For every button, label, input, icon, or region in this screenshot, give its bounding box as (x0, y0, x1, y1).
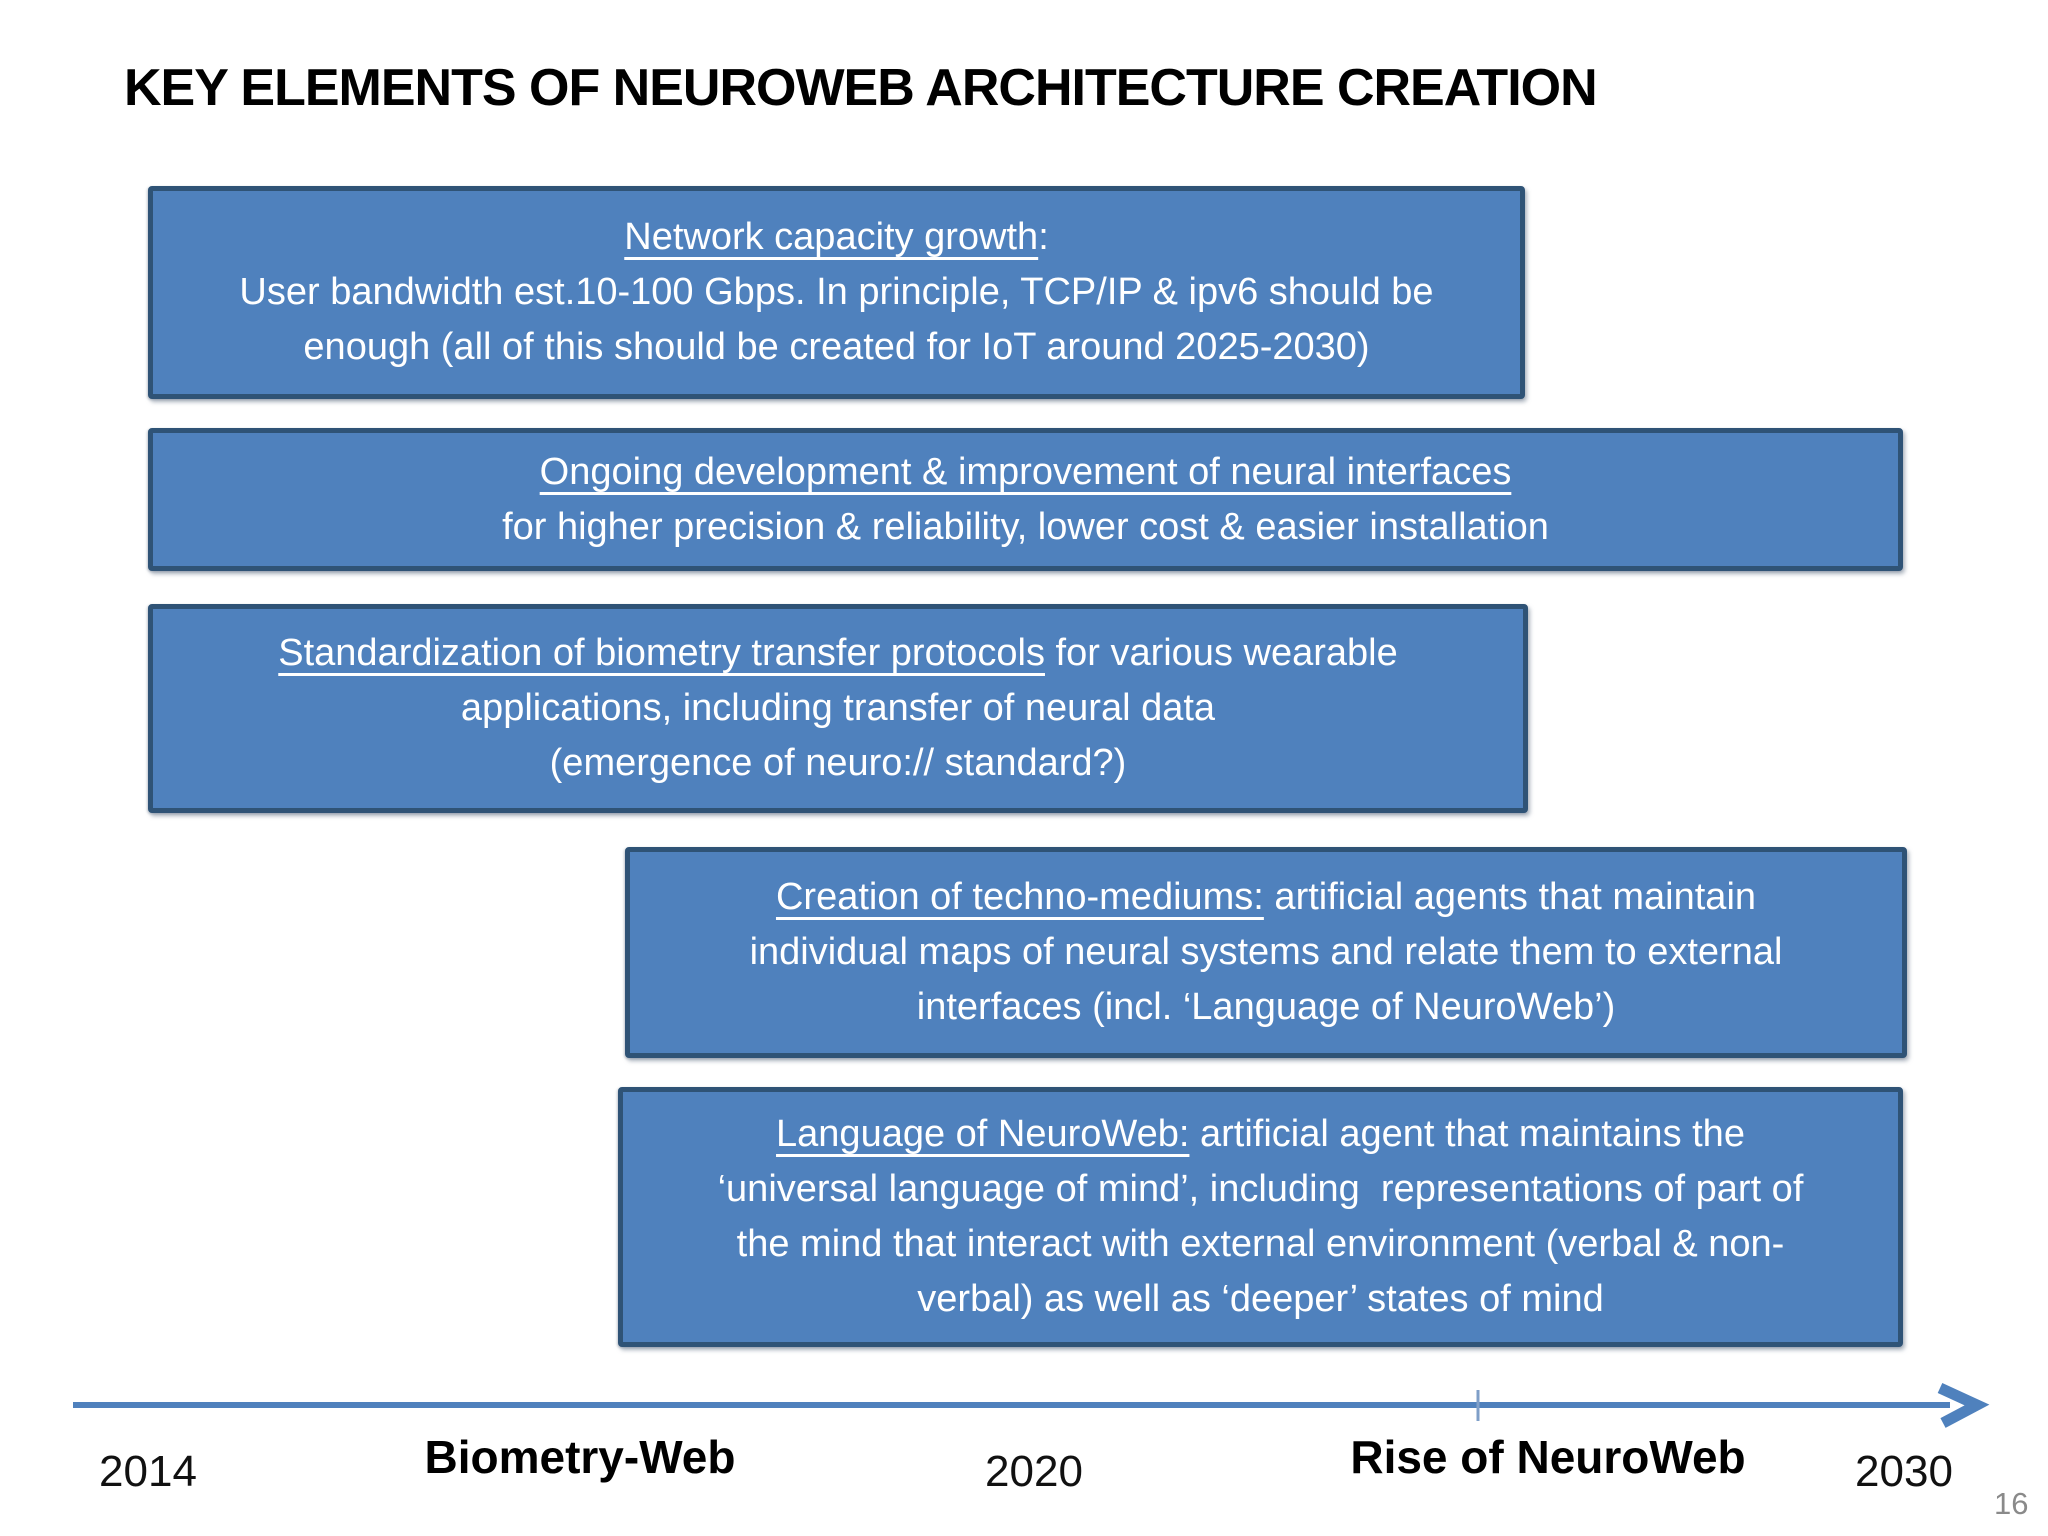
box-text-line: applications, including transfer of neur… (461, 681, 1215, 736)
underlined-phrase: Creation of techno-mediums: (775, 876, 1264, 918)
box-text-segment: for higher precision & reliability, lowe… (502, 505, 1549, 548)
box-text-line: User bandwidth est.10-100 Gbps. In princ… (239, 265, 1433, 320)
box-text-line: for higher precision & reliability, lowe… (502, 500, 1549, 555)
box-text-segment: for various wearable (1044, 632, 1398, 674)
box-text-segment: ‘universal language of mind’, including … (717, 1168, 1804, 1210)
arrowhead-icon (1937, 1383, 1990, 1428)
box-text-segment: interfaces (incl. ‘Language of NeuroWeb’… (916, 986, 1616, 1028)
box-neural-interfaces-development: Ongoing development & improvement of neu… (148, 428, 1903, 571)
box-techno-mediums-creation: Creation of techno-mediums: artificial a… (625, 847, 1907, 1058)
timeline-label-biometry-web: Biometry-Web (424, 1431, 736, 1483)
underlined-phrase: Standardization of biometry transfer pro… (278, 632, 1045, 674)
box-text-line: ‘universal language of mind’, including … (718, 1162, 1804, 1217)
box-language-of-neuroweb: Language of NeuroWeb: artificial agent t… (618, 1087, 1903, 1347)
timeline-label-2014: 2014 (99, 1447, 197, 1496)
box-text-segment: the mind that interact with external env… (736, 1223, 1785, 1265)
box-biometry-transfer-standardization: Standardization of biometry transfer pro… (148, 604, 1528, 813)
box-text-line: Standardization of biometry transfer pro… (278, 626, 1397, 681)
box-text-line: the mind that interact with external env… (737, 1217, 1785, 1272)
timeline-label-2020: 2020 (985, 1447, 1083, 1496)
box-text-segment: : (1038, 216, 1049, 258)
box-text-line: Language of NeuroWeb: artificial agent t… (776, 1107, 1745, 1162)
box-text-line: individual maps of neural systems and re… (750, 925, 1783, 980)
page-number: 16 (1994, 1486, 2029, 1521)
box-text-line: Creation of techno-mediums: artificial a… (776, 870, 1756, 925)
box-text-line: (emergence of neuro:// standard?) (550, 736, 1127, 791)
box-text-segment: individual maps of neural systems and re… (749, 931, 1783, 973)
box-text-segment: artificial agents that maintain (1263, 876, 1757, 918)
box-text-line: interfaces (incl. ‘Language of NeuroWeb’… (917, 980, 1615, 1035)
underlined-phrase: Network capacity growth (624, 216, 1039, 258)
box-text-line: Network capacity growth: (624, 210, 1049, 265)
box-text-line: Ongoing development & improvement of neu… (540, 445, 1512, 500)
box-text-line: verbal) as well as ‘deeper’ states of mi… (917, 1272, 1603, 1327)
box-text-segment: enough (all of this should be created fo… (303, 326, 1370, 368)
box-text-segment: artificial agent that maintains the (1189, 1113, 1745, 1155)
box-text-segment: applications, including transfer of neur… (460, 687, 1216, 729)
box-text-segment: (emergence of neuro:// standard?) (549, 742, 1127, 784)
box-text-segment: verbal) as well as ‘deeper’ states of mi… (917, 1278, 1604, 1320)
box-network-capacity-growth: Network capacity growth: User bandwidth e… (148, 186, 1525, 399)
underlined-phrase: Ongoing development & improvement of neu… (539, 450, 1512, 493)
slide-title: KEY ELEMENTS OF NEUROWEB ARCHITECTURE CR… (124, 59, 1598, 117)
timeline-label-2030: 2030 (1855, 1447, 1953, 1496)
underlined-phrase: Language of NeuroWeb: (776, 1113, 1190, 1155)
timeline-label-rise-of-neuroweb: Rise of NeuroWeb (1350, 1431, 1746, 1483)
box-text-segment: User bandwidth est.10-100 Gbps. In princ… (239, 271, 1434, 313)
box-text-line: enough (all of this should be created fo… (303, 320, 1369, 375)
